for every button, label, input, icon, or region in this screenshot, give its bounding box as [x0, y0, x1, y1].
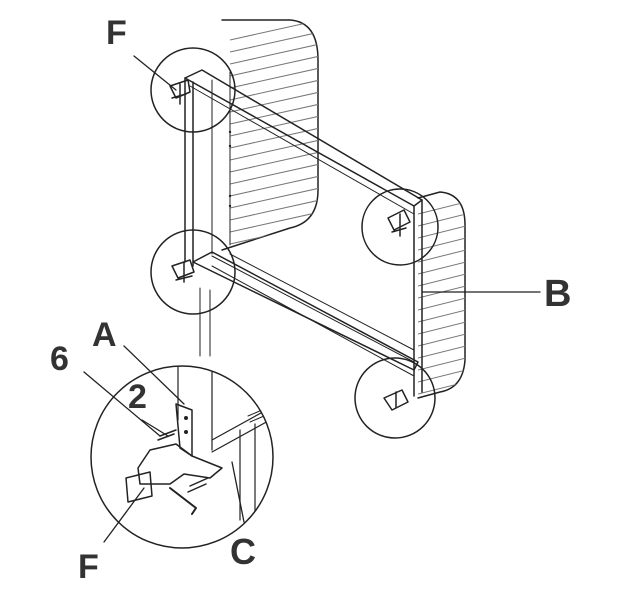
callout-circle-top-right	[361, 188, 439, 266]
bracket-top-right	[387, 209, 411, 237]
callout-circle-middle-left	[150, 229, 236, 315]
label-f-top: F	[106, 14, 127, 52]
label-b: B	[544, 273, 571, 315]
label-6: 6	[50, 340, 69, 378]
bracket-top-left	[169, 79, 191, 105]
bed-frame	[184, 69, 423, 397]
leader-lines	[83, 55, 541, 543]
right-panel-b	[417, 191, 466, 399]
label-a: A	[92, 316, 117, 354]
callout-circle-bottom-right	[354, 357, 436, 439]
label-2: 2	[128, 378, 147, 416]
bracket-bottom-right	[383, 389, 409, 411]
callout-circle-top-left	[150, 47, 236, 133]
label-c: C	[230, 531, 256, 572]
bracket-middle-left	[171, 259, 195, 283]
right-panel-hatching	[418, 201, 465, 395]
left-headboard-panel	[221, 19, 319, 251]
detail-view	[90, 365, 274, 549]
label-f-bottom: F	[78, 548, 99, 586]
